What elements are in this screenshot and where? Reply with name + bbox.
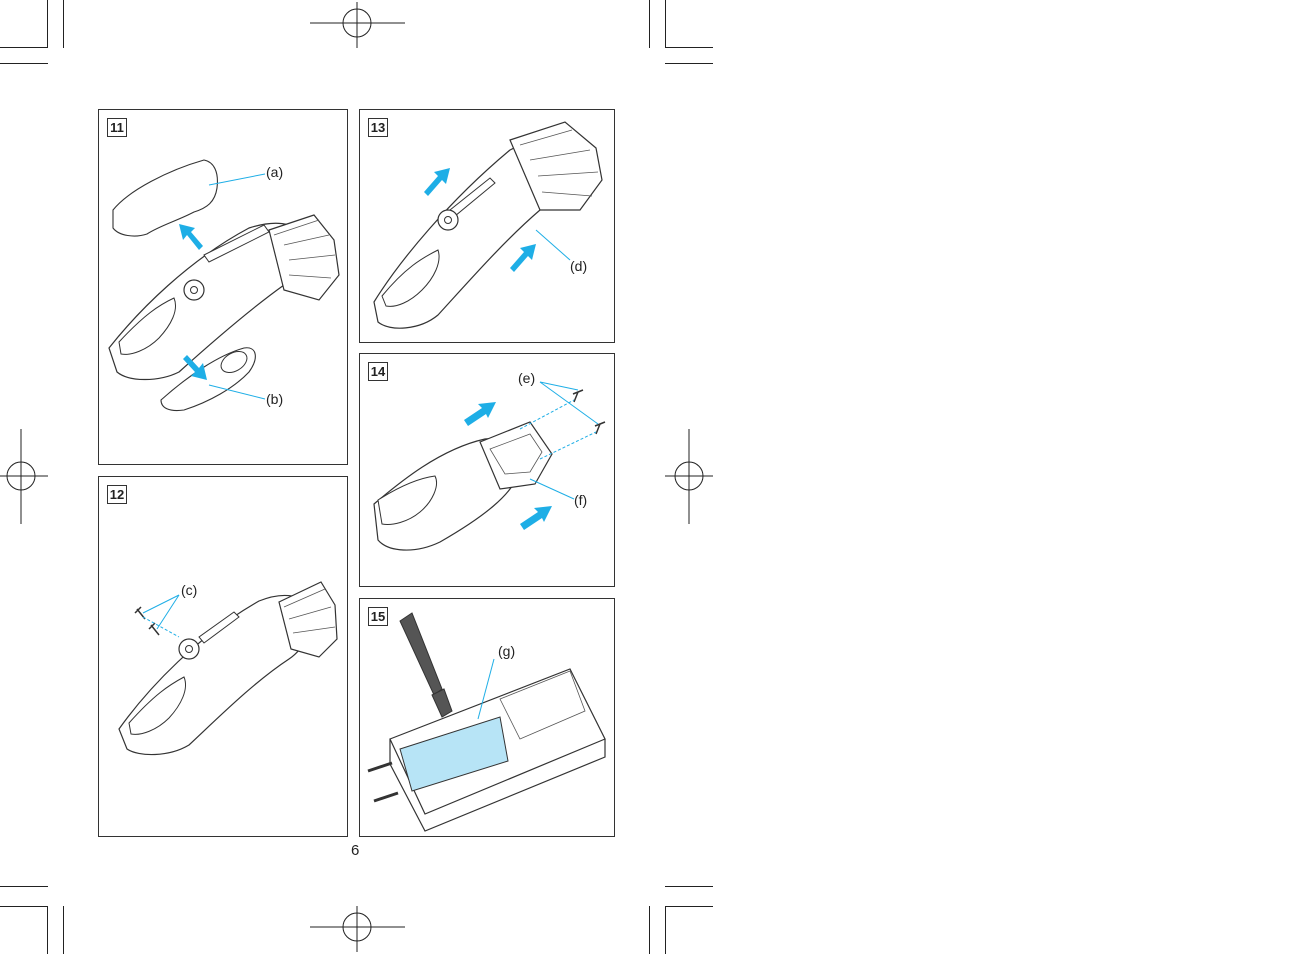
crop-mark — [665, 906, 666, 954]
panel-number: 15 — [368, 607, 388, 626]
label-d: (d) — [570, 258, 587, 274]
crop-mark — [665, 906, 713, 907]
registration-mark-left — [0, 429, 48, 524]
shaver-illustration — [360, 354, 616, 588]
label-c: (c) — [181, 582, 197, 598]
crop-mark — [47, 906, 48, 954]
crop-mark — [665, 886, 713, 887]
panel-number: 11 — [107, 118, 127, 137]
label-a: (a) — [266, 164, 283, 180]
label-g: (g) — [498, 643, 515, 659]
panel-number: 12 — [107, 485, 127, 504]
panel-number: 13 — [368, 118, 388, 137]
crop-mark — [665, 63, 713, 64]
shaver-illustration — [360, 110, 616, 344]
crop-mark — [0, 47, 48, 48]
crop-mark — [47, 0, 48, 48]
crop-mark — [63, 0, 64, 48]
crop-mark — [649, 906, 650, 954]
label-b: (b) — [266, 391, 283, 407]
crop-mark — [63, 906, 64, 954]
crop-mark — [665, 47, 713, 48]
registration-mark-bottom — [310, 906, 405, 952]
battery-illustration — [360, 599, 616, 838]
shaver-illustration — [99, 477, 349, 838]
label-f: (f) — [574, 492, 587, 508]
label-e: (e) — [518, 370, 535, 386]
shaver-illustration — [99, 110, 349, 466]
panel-14: 14 (e) (f) — [359, 353, 615, 587]
registration-mark-top — [310, 2, 405, 48]
panel-15: 15 (g) — [359, 598, 615, 837]
panel-12: 12 (c) — [98, 476, 348, 837]
crop-mark — [0, 906, 48, 907]
panel-13: 13 (d) — [359, 109, 615, 343]
page-number: 6 — [351, 842, 359, 859]
panel-number: 14 — [368, 362, 388, 381]
panel-11: 11 (a) (b) — [98, 109, 348, 465]
crop-mark — [665, 0, 666, 48]
crop-mark — [0, 886, 48, 887]
crop-mark — [649, 0, 650, 48]
registration-mark-right — [665, 429, 713, 524]
crop-mark — [0, 63, 48, 64]
